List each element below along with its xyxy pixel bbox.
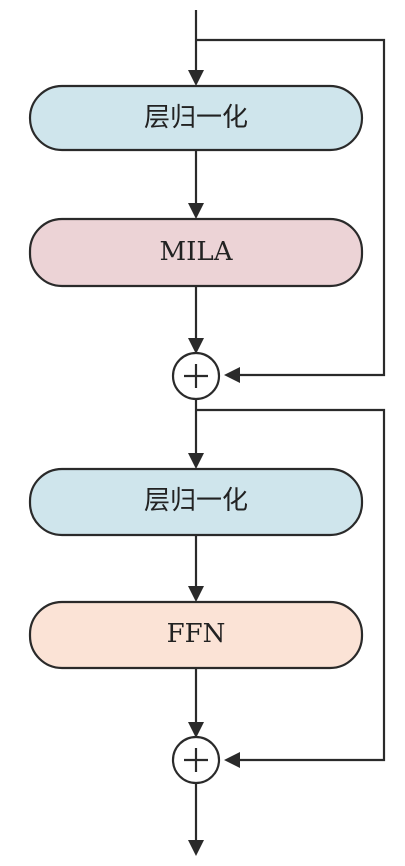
arrow-output (188, 840, 204, 856)
add-2-node (171, 735, 221, 785)
add-1-node (171, 351, 221, 401)
arrow-into-add-2 (188, 722, 204, 738)
ffn-label: FFN (167, 619, 226, 649)
edges (188, 10, 204, 856)
layernorm-2-label: 层归一化 (144, 486, 248, 516)
arrow-into-add-1 (188, 338, 204, 354)
ffn-node: FFN (28, 600, 364, 670)
arrow-into-layernorm-1 (188, 70, 204, 86)
layernorm-1-box (28, 84, 364, 152)
layernorm-1-node: 层归一化 (28, 84, 364, 152)
residual-connection-1 (196, 38, 386, 377)
arrow-residual-2 (224, 752, 240, 768)
layernorm-2-box (28, 467, 364, 537)
residual-connection-2 (196, 408, 386, 762)
arrow-into-layernorm-2 (188, 453, 204, 469)
layernorm-2-node: 层归一化 (28, 467, 364, 537)
ffn-box (28, 600, 364, 670)
layernorm-1-label: 层归一化 (144, 103, 248, 133)
residual-connections (196, 38, 386, 768)
mila-node: MILA (28, 217, 364, 288)
arrow-into-mila (188, 203, 204, 219)
arrow-into-ffn (188, 586, 204, 602)
mila-box (28, 217, 364, 288)
mila-label: MILA (160, 237, 234, 267)
arrow-residual-1 (224, 367, 240, 383)
